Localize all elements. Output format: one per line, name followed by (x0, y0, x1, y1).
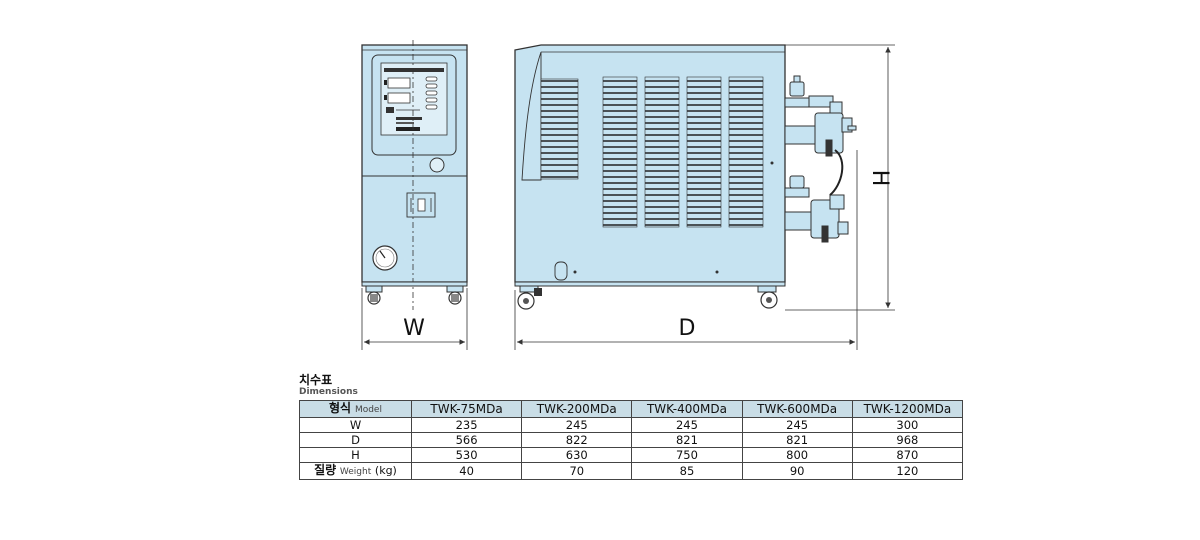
table-cell: 245 (631, 417, 743, 433)
table-row-d: D 566 822 821 821 968 (299, 432, 964, 448)
model-header-english: Model (354, 405, 382, 415)
front-caster-left (365, 285, 383, 305)
side-view: D H (514, 44, 895, 350)
height-dimension-label: H (867, 170, 892, 187)
table-cell: 750 (631, 447, 743, 463)
model-name-cell: TWK-75MDa (410, 400, 523, 418)
piping-assembly (784, 75, 857, 243)
weight-unit: (kg) (374, 464, 397, 477)
vent-louver-4 (686, 76, 722, 228)
row-label: H (299, 447, 412, 463)
weight-label-korean: 질량 (314, 463, 337, 477)
vent-louver-5 (728, 76, 764, 228)
indicator-lamp (429, 157, 445, 173)
table-cell: 822 (521, 432, 633, 448)
depth-dimension-label: D (679, 316, 696, 341)
side-caster-right (757, 285, 778, 309)
table-cell: 968 (851, 432, 964, 448)
table-header-row: 형식 Model TWK-75MDa TWK-200MDa TWK-400MDa… (299, 400, 964, 418)
table-cell: 70 (521, 462, 633, 480)
model-header-cell: 형식 Model (299, 400, 412, 418)
table-cell: 530 (410, 447, 523, 463)
model-name-cell: TWK-1200MDa (851, 400, 964, 418)
model-name-cell: TWK-600MDa (741, 400, 853, 418)
row-label: D (299, 432, 412, 448)
vent-louver-1 (540, 78, 579, 180)
front-view: W (361, 40, 468, 350)
table-cell: 235 (410, 417, 523, 433)
vent-louver-3 (644, 76, 680, 228)
row-label: W (299, 417, 412, 433)
model-name-cell: TWK-200MDa (521, 400, 633, 418)
model-header-korean: 형식 (329, 401, 352, 415)
side-caster-left (517, 285, 542, 310)
table-cell: 870 (851, 447, 964, 463)
vent-louver-2 (602, 76, 638, 228)
machine-dimension-drawing: W (361, 40, 895, 350)
table-caption: 치수표 Dimensions (299, 373, 358, 398)
table-cell: 566 (410, 432, 523, 448)
table-cell: 800 (741, 447, 853, 463)
table-cell: 630 (521, 447, 633, 463)
table-cell: 245 (521, 417, 633, 433)
table-cell: 85 (631, 462, 743, 480)
table-cell: 90 (741, 462, 853, 480)
table-cell: 821 (631, 432, 743, 448)
table-cell: 245 (741, 417, 853, 433)
table-cell: 40 (410, 462, 523, 480)
width-dimension-label: W (403, 316, 425, 341)
table-cell: 821 (741, 432, 853, 448)
caption-english: Dimensions (299, 387, 358, 397)
front-caster-right (446, 285, 464, 305)
caption-korean: 치수표 (299, 373, 333, 387)
table-row-w: W 235 245 245 245 300 (299, 417, 964, 433)
weight-row-label: 질량 Weight (kg) (299, 462, 412, 480)
weight-label-english: Weight (339, 467, 372, 477)
table-row-weight: 질량 Weight (kg) 40 70 85 90 120 (299, 462, 964, 480)
table-cell: 300 (851, 417, 964, 433)
table-cell: 120 (851, 462, 964, 480)
dimensions-table: 형식 Model TWK-75MDa TWK-200MDa TWK-400MDa… (299, 400, 964, 480)
model-name-cell: TWK-400MDa (631, 400, 743, 418)
table-row-h: H 530 630 750 800 870 (299, 447, 964, 463)
